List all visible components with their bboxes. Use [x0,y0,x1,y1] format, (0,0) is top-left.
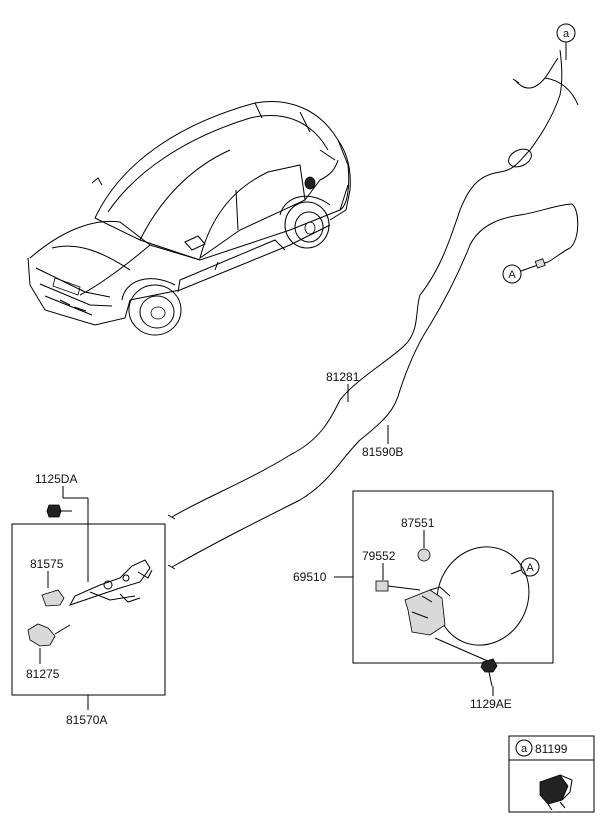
svg-text:87551: 87551 [401,516,435,530]
svg-text:81281: 81281 [326,370,360,384]
svg-text:A: A [508,269,516,281]
box-69510: 87551 79552 69510 A 1129AE [293,490,554,711]
handle-81275-icon [27,623,56,647]
car-illustration [27,101,351,336]
bumper-87551-icon [417,548,431,562]
marker-big-a-door: A [510,557,540,577]
fuel-door-icon [404,546,530,646]
svg-text:81590B: 81590B [362,445,403,459]
cable-end-a [534,258,549,269]
cable-end-fittings [167,514,176,570]
cable-81590b [171,203,579,568]
inset-81199: a 81199 [508,735,595,813]
svg-text:a: a [521,743,528,755]
svg-text:1129AE: 1129AE [470,697,512,711]
cap-81575-icon [41,589,65,607]
svg-text:81275: 81275 [26,667,60,681]
screw-1129ae-icon [480,658,498,687]
svg-text:69510: 69510 [293,570,327,584]
svg-text:81570A: 81570A [66,713,107,727]
svg-text:79552: 79552 [362,549,396,563]
marker-small-a: a [556,23,576,60]
label-81590b: 81590B [362,425,403,459]
latch-assembly-icon [68,559,153,606]
svg-text:81199: 81199 [535,742,568,756]
label-81281: 81281 [326,370,360,402]
bracket-81199-icon [539,774,573,811]
cable-81281 [171,49,563,518]
cable-upper-routing [512,57,579,106]
svg-text:A: A [526,562,534,574]
marker-big-a-cable: A [502,264,536,284]
svg-text:81575: 81575 [30,557,64,571]
bolt-1125da-icon [46,504,72,518]
svg-text:a: a [563,28,570,40]
box-81570a: 1125DA 81575 81275 81570A [11,472,166,727]
svg-text:1125DA: 1125DA [35,472,77,486]
clip-79552-icon [375,580,389,592]
grommet [508,148,532,168]
